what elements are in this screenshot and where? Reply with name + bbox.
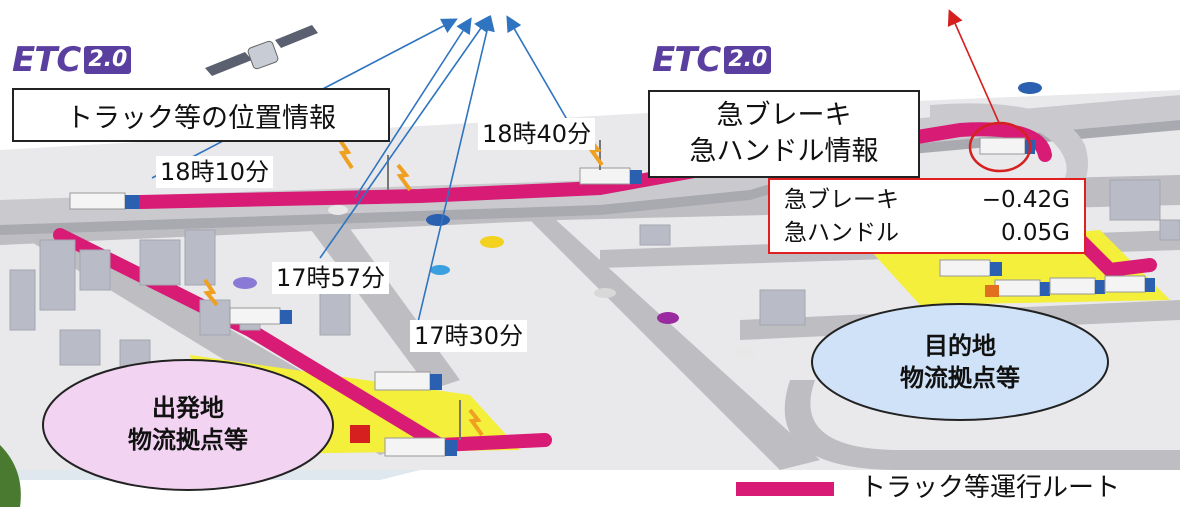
measurement-label: 急ブレーキ: [784, 187, 899, 213]
measurement-label: 急ハンドル: [784, 220, 899, 246]
etc-logo-version: 2.0: [724, 46, 772, 74]
etc-logo-version: 2.0: [84, 46, 132, 74]
measurement-row-steering: 急ハンドル 0.05G: [784, 217, 1070, 250]
satellite-icon: [205, 25, 318, 76]
route-legend-label: トラック等運行ルート: [860, 473, 1121, 503]
etc-logo-right: ETC 2.0: [652, 40, 772, 80]
origin-line1: 出発地: [152, 394, 224, 422]
cars: [233, 82, 1042, 358]
time-label: 17時30分: [410, 320, 528, 352]
origin-ellipse: [42, 359, 334, 491]
destination-label: 目的地 物流拠点等: [832, 330, 1088, 394]
corner-ornament: [0, 445, 21, 507]
origin-line2: 物流拠点等: [128, 426, 248, 454]
measurement-row-brake: 急ブレーキ −0.42G: [784, 184, 1070, 217]
buildings: [9, 179, 1180, 371]
time-label: 17時57分: [272, 262, 390, 294]
brake-info-line1: 急ブレーキ: [716, 100, 852, 131]
brake-data-arrow: [947, 9, 1001, 126]
measurement-box: 急ブレーキ −0.42G 急ハンドル 0.05G: [768, 178, 1086, 254]
origin-label: 出発地 物流拠点等: [60, 392, 316, 456]
time-label: 18時40分: [478, 118, 596, 150]
position-info-label: トラック等の位置情報: [66, 102, 336, 134]
time-label: 18時10分: [156, 156, 274, 188]
route-legend-swatch: [736, 482, 834, 496]
etc-antennas: [203, 138, 604, 440]
destination-line2: 物流拠点等: [900, 364, 1020, 392]
destination-ellipse: [811, 303, 1109, 421]
etc-logo-text: ETC: [12, 40, 81, 80]
etc-logo-left: ETC 2.0: [12, 40, 132, 80]
measurement-value: 0.05G: [1000, 220, 1070, 246]
destination-line1: 目的地: [924, 332, 996, 360]
position-info-callout: トラック等の位置情報: [12, 88, 390, 142]
etc-logo-text: ETC: [652, 40, 721, 80]
brake-event-circle: [968, 121, 1032, 173]
brake-info-line2: 急ハンドル情報: [689, 136, 879, 167]
measurement-value: −0.42G: [981, 187, 1070, 213]
brake-info-callout: 急ブレーキ 急ハンドル情報: [648, 90, 920, 178]
trucks: [69, 137, 1155, 457]
